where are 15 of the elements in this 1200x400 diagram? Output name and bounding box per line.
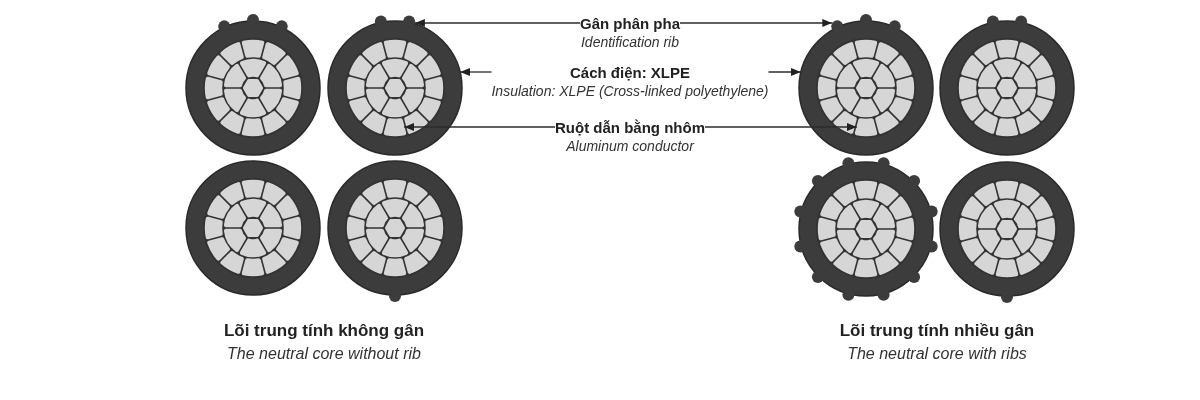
callout-translation: Insulation: XLPE (Cross-linked polyethylene) [491, 81, 769, 101]
leader-line [414, 19, 581, 27]
group-caption: Lõi trung tính nhiều gân [839, 321, 1035, 341]
leader-line [767, 68, 802, 76]
leader-line [403, 123, 556, 131]
group-caption: Lõi trung tính không gân [223, 321, 425, 341]
callout-label: Gân phân pha [580, 13, 680, 33]
leader-line [459, 68, 493, 76]
group-caption-translation: The neutral core with ribs [847, 344, 1027, 364]
group-caption-translation: The neutral core without rib [227, 344, 421, 364]
callout-label: Ruột dẫn bằng nhôm [555, 117, 705, 137]
callout-translation: Aluminum conductor [566, 136, 694, 156]
callout-label: Cách điện: XLPE [570, 62, 690, 82]
callout-translation: Identification rib [580, 32, 679, 52]
leader-line [679, 19, 833, 27]
